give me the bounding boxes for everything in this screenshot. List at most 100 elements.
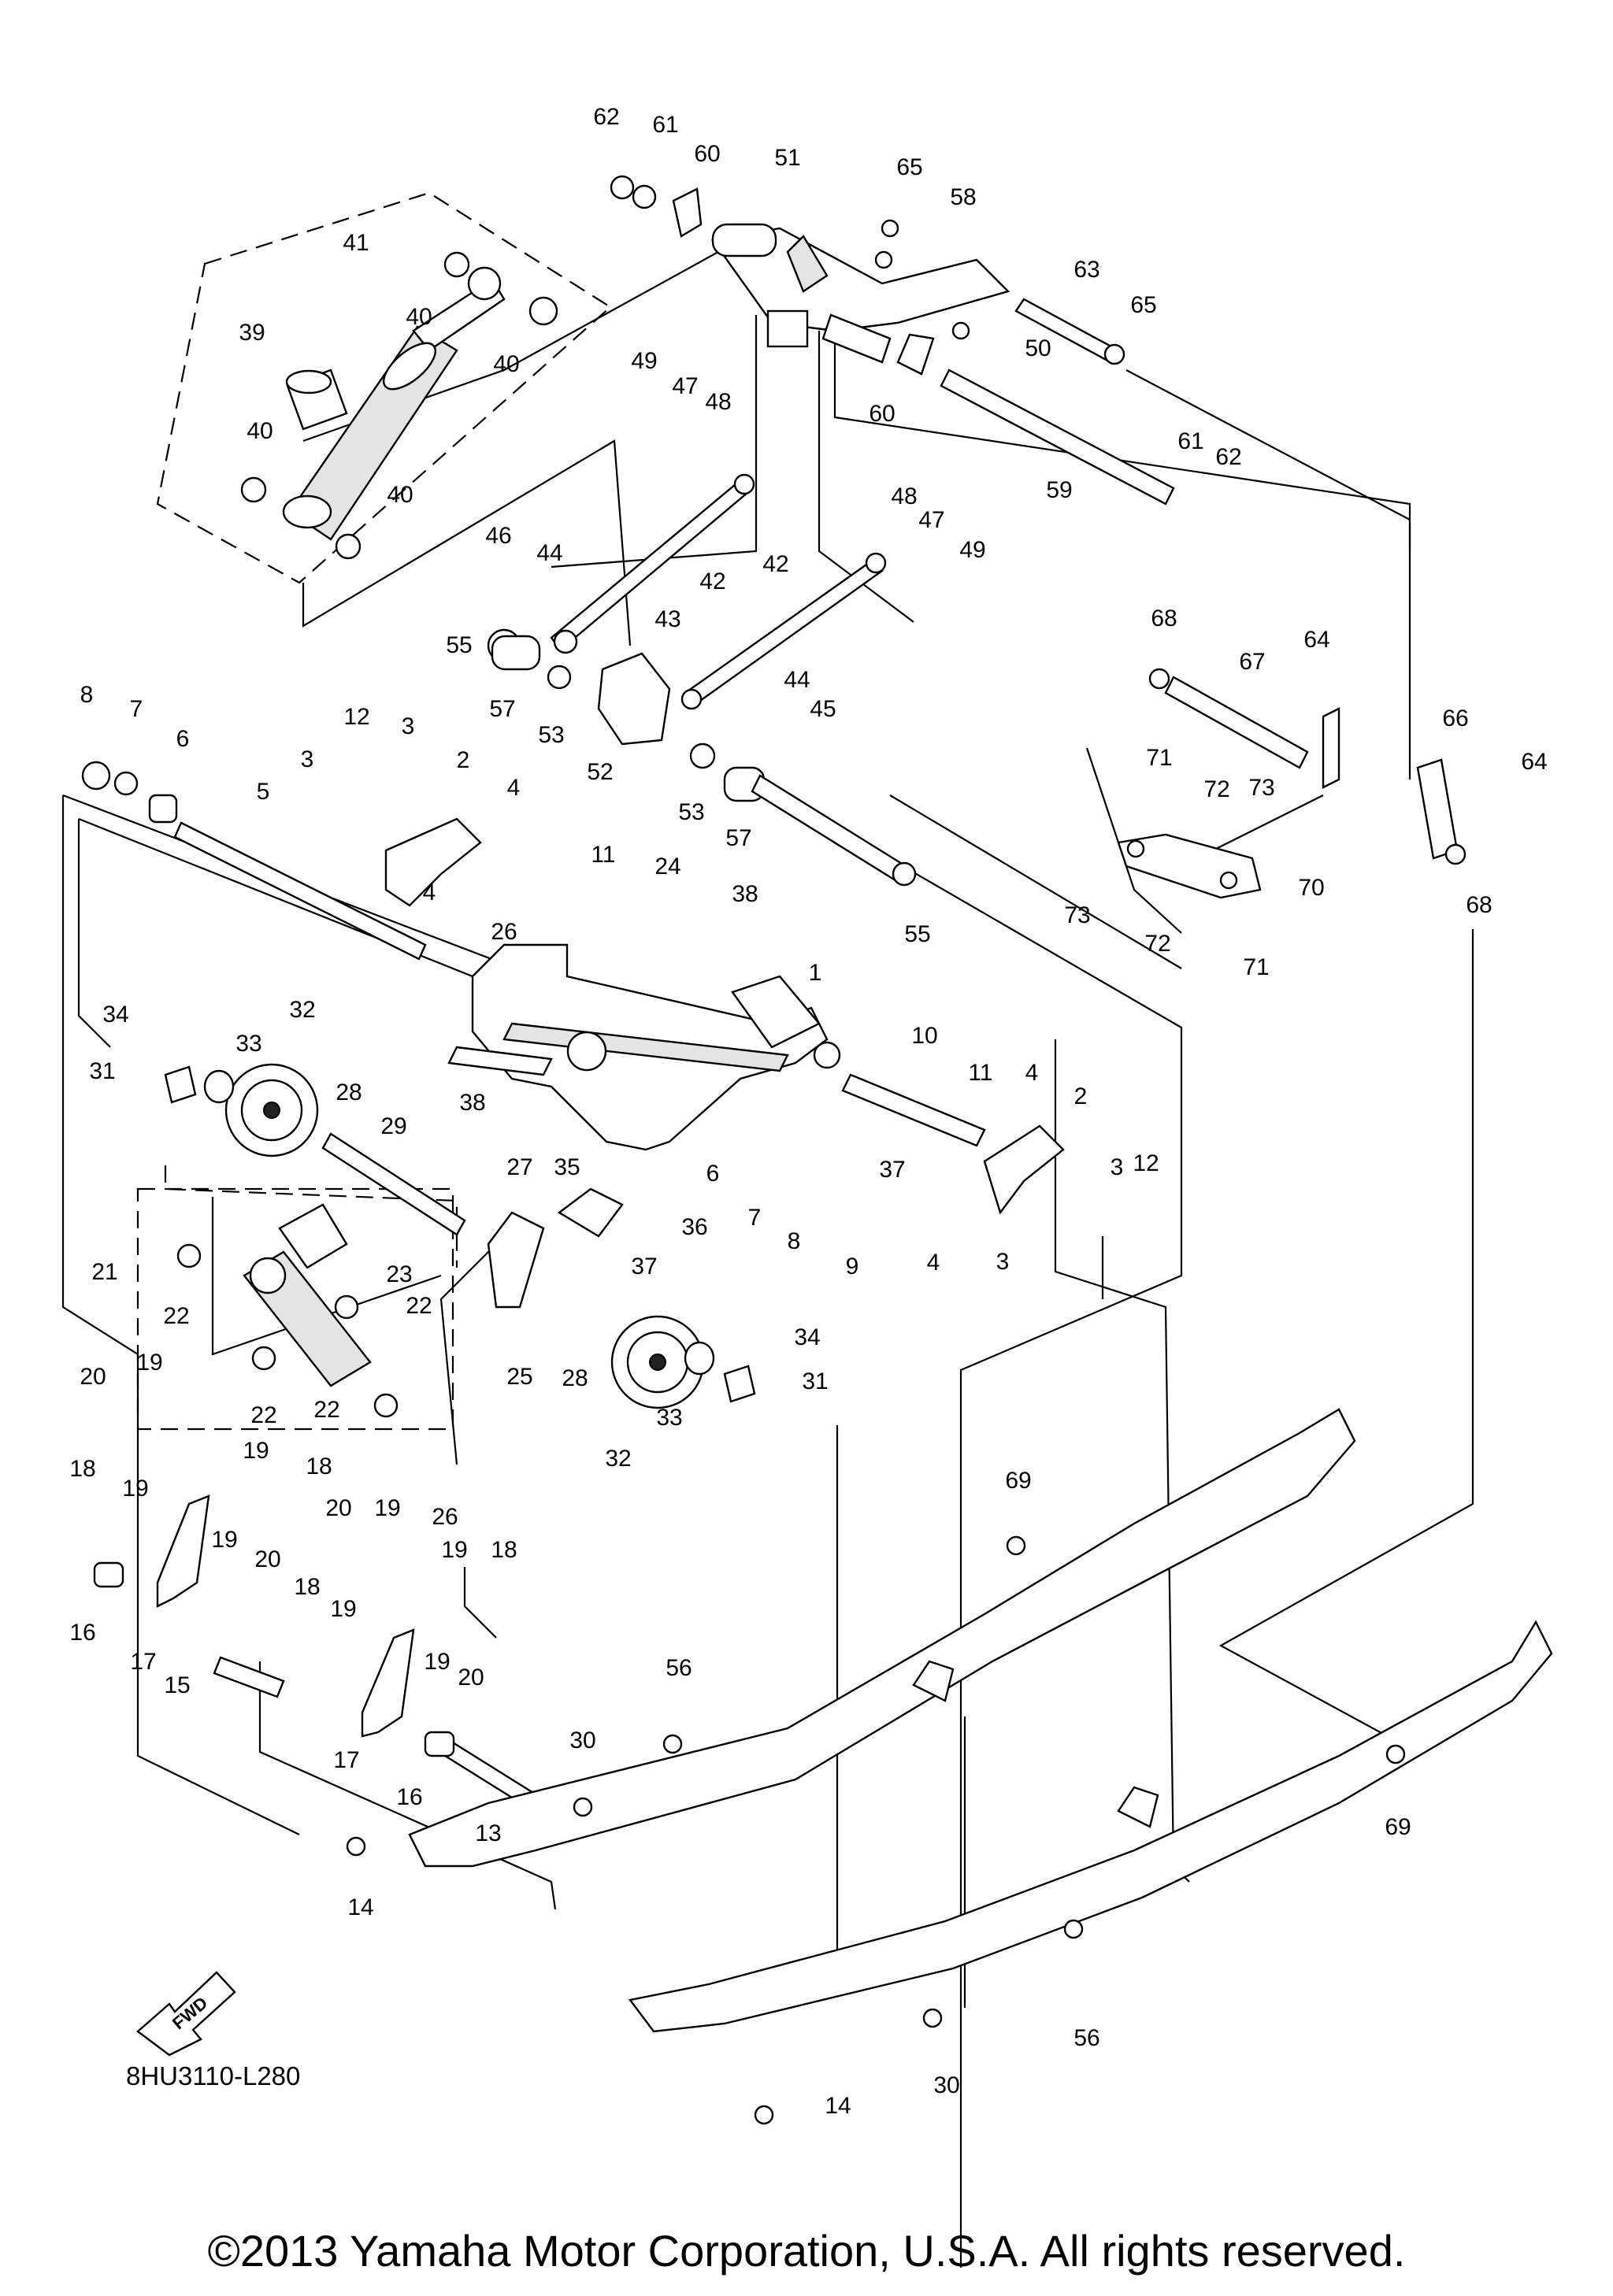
callout-12: 12: [1133, 1150, 1159, 1176]
arm-plates: [487, 1187, 624, 1309]
callout-64: 64: [1521, 749, 1547, 775]
callout-41: 41: [343, 230, 369, 256]
callout-19: 19: [211, 1527, 237, 1553]
callout-71: 71: [1243, 954, 1269, 980]
callout-33: 33: [656, 1405, 682, 1431]
callout-68: 68: [1151, 605, 1177, 631]
callout-4: 4: [927, 1250, 940, 1276]
callout-1: 1: [809, 960, 822, 986]
callout-48: 48: [891, 483, 917, 509]
callout-16: 16: [69, 1620, 95, 1646]
callout-31: 31: [89, 1058, 115, 1084]
copyright-notice: ©2013 Yamaha Motor Corporation, U.S.A. A…: [207, 2226, 1406, 2276]
callout-44: 44: [536, 540, 562, 566]
callout-6: 6: [706, 1161, 720, 1187]
callout-19: 19: [441, 1537, 467, 1563]
bolts: [346, 1535, 1406, 2125]
fwd-arrow: FWD: [136, 1971, 236, 2057]
callout-60: 60: [869, 401, 895, 427]
callout-2: 2: [457, 747, 470, 773]
callout-7: 7: [130, 696, 143, 722]
callout-19: 19: [424, 1649, 450, 1675]
idler-wheels: [164, 1063, 756, 1409]
callout-34: 34: [794, 1324, 820, 1350]
callout-14: 14: [825, 2093, 851, 2119]
callout-22: 22: [163, 1303, 189, 1329]
callout-22: 22: [406, 1293, 432, 1319]
callout-38: 38: [459, 1090, 485, 1116]
callout-44: 44: [784, 667, 810, 693]
callout-18: 18: [294, 1574, 320, 1600]
callout-29: 29: [380, 1113, 406, 1139]
callout-53: 53: [678, 799, 704, 825]
callout-40: 40: [387, 482, 413, 508]
callout-72: 72: [1203, 776, 1229, 802]
scissor-links: [93, 1494, 455, 1757]
callout-23: 23: [386, 1261, 412, 1287]
callout-49: 49: [959, 537, 985, 563]
callout-28: 28: [562, 1365, 588, 1391]
callout-40: 40: [406, 304, 432, 330]
callout-14: 14: [347, 1894, 373, 1920]
callout-42: 42: [762, 551, 788, 577]
callout-42: 42: [699, 568, 725, 594]
callout-30: 30: [933, 2072, 959, 2098]
callout-53: 53: [538, 722, 564, 748]
callout-34: 34: [102, 1002, 128, 1028]
callout-50: 50: [1025, 335, 1051, 361]
callout-48: 48: [705, 389, 731, 415]
callout-4: 4: [423, 880, 436, 905]
callout-12: 12: [343, 704, 369, 730]
callout-28: 28: [336, 1079, 362, 1105]
callout-4: 4: [507, 775, 521, 801]
callout-46: 46: [485, 523, 511, 549]
callout-20: 20: [325, 1495, 351, 1521]
callout-40: 40: [247, 418, 273, 444]
callout-3: 3: [402, 713, 415, 739]
callout-37: 37: [879, 1157, 905, 1183]
callout-51: 51: [774, 145, 800, 171]
callout-56: 56: [666, 1655, 692, 1681]
front-shock-absorber: [176, 1203, 399, 1418]
callout-16: 16: [396, 1784, 422, 1810]
callout-57: 57: [489, 696, 515, 722]
callout-19: 19: [122, 1476, 148, 1502]
callout-52: 52: [587, 759, 613, 785]
rear-shock-absorber: [282, 266, 506, 541]
callout-37: 37: [631, 1254, 657, 1279]
rear-arm-assembly: [710, 219, 1175, 505]
callout-31: 31: [802, 1368, 828, 1394]
callout-9: 9: [846, 1254, 859, 1279]
callout-70: 70: [1298, 875, 1324, 901]
callout-19: 19: [374, 1495, 400, 1521]
callout-60: 60: [694, 141, 720, 167]
callout-27: 27: [506, 1154, 532, 1180]
callout-32: 32: [605, 1446, 631, 1472]
callout-38: 38: [732, 881, 758, 907]
callout-17: 17: [130, 1649, 156, 1675]
callout-58: 58: [950, 184, 976, 210]
callout-65: 65: [1130, 292, 1156, 318]
callout-5: 5: [257, 779, 270, 805]
callout-55: 55: [904, 921, 930, 947]
callout-73: 73: [1064, 902, 1090, 928]
callout-67: 67: [1239, 649, 1265, 675]
callout-39: 39: [239, 320, 265, 346]
callout-66: 66: [1442, 705, 1468, 731]
side-plates: [384, 817, 1065, 1215]
callout-36: 36: [681, 1214, 707, 1240]
callout-69: 69: [1005, 1468, 1031, 1494]
callout-30: 30: [569, 1728, 595, 1753]
bushings: [81, 175, 703, 824]
callout-6: 6: [176, 726, 190, 752]
callout-20: 20: [80, 1364, 106, 1390]
slide-rails: [408, 1408, 1553, 2033]
callout-10: 10: [911, 1023, 937, 1049]
callout-22: 22: [313, 1397, 339, 1423]
diagram-code: 8HU3110-L280: [126, 2061, 301, 2090]
callout-8: 8: [80, 682, 94, 708]
callout-61: 61: [1177, 428, 1203, 454]
callout-19: 19: [243, 1438, 269, 1464]
callout-68: 68: [1466, 892, 1492, 918]
callout-17: 17: [333, 1747, 359, 1773]
